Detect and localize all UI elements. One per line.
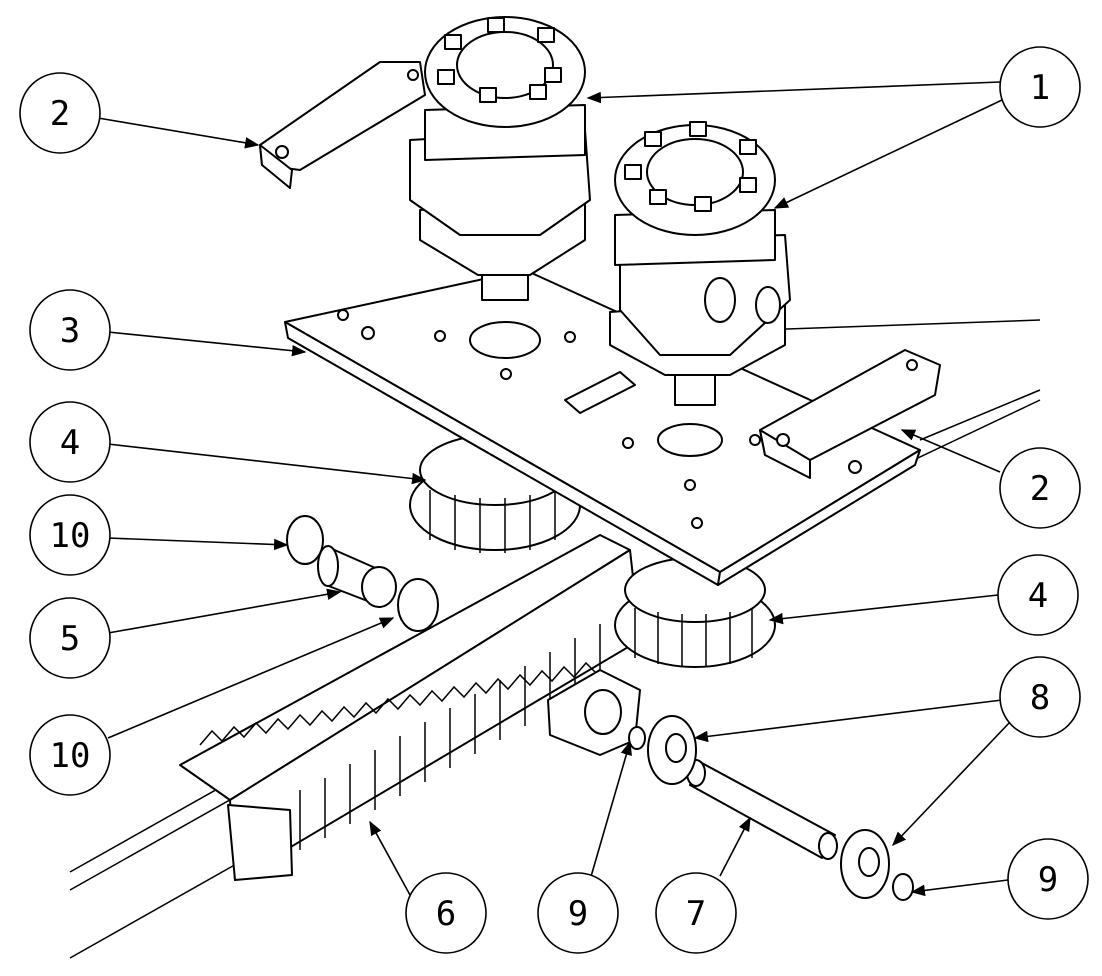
callout-5: 5 — [29, 597, 111, 679]
axle-pin — [686, 759, 838, 860]
callout-10-upper: 10 — [29, 494, 111, 576]
callout-2-right: 2 — [999, 447, 1081, 529]
callout-2-right-label: 2 — [1030, 469, 1050, 509]
callout-3: 3 — [29, 289, 111, 371]
callout-9-right: 9 — [1007, 838, 1089, 920]
callout-7-label: 7 — [686, 894, 706, 934]
callout-4-left-label: 4 — [60, 423, 80, 463]
hydraulic-motor-left — [409, 16, 591, 301]
callout-9-left-label: 9 — [568, 894, 588, 934]
callout-9-left: 9 — [537, 872, 619, 954]
callout-7: 7 — [655, 872, 737, 954]
callout-9-right-label: 9 — [1038, 860, 1058, 900]
clamp-bracket-left — [259, 61, 426, 189]
callout-10-lower: 10 — [29, 714, 111, 796]
coupling — [286, 515, 439, 632]
clamp-bracket-right — [759, 349, 941, 479]
callout-2-left-label: 2 — [50, 94, 70, 134]
callout-3-label: 3 — [60, 311, 80, 351]
callout-4-right: 4 — [997, 554, 1079, 636]
callout-6: 6 — [405, 872, 487, 954]
callout-1: 1 — [999, 46, 1081, 128]
hydraulic-motor-right — [609, 121, 791, 406]
callout-1-label: 1 — [1030, 68, 1050, 108]
callout-8: 8 — [999, 656, 1081, 738]
callout-10-lower-label: 10 — [50, 736, 91, 776]
callout-6-label: 6 — [436, 894, 456, 934]
callout-8-label: 8 — [1030, 678, 1050, 718]
callout-5-label: 5 — [60, 619, 80, 659]
leader-lines — [97, 81, 1011, 897]
callout-4-right-label: 4 — [1028, 576, 1048, 616]
pinion-gear-lower — [614, 557, 776, 668]
gear-rack — [179, 534, 641, 881]
callout-4-left: 4 — [29, 401, 111, 483]
callout-10-upper-label: 10 — [50, 516, 91, 556]
roller-spacers — [628, 715, 914, 901]
mounting-plate — [284, 269, 921, 586]
callout-2-left: 2 — [19, 72, 101, 154]
